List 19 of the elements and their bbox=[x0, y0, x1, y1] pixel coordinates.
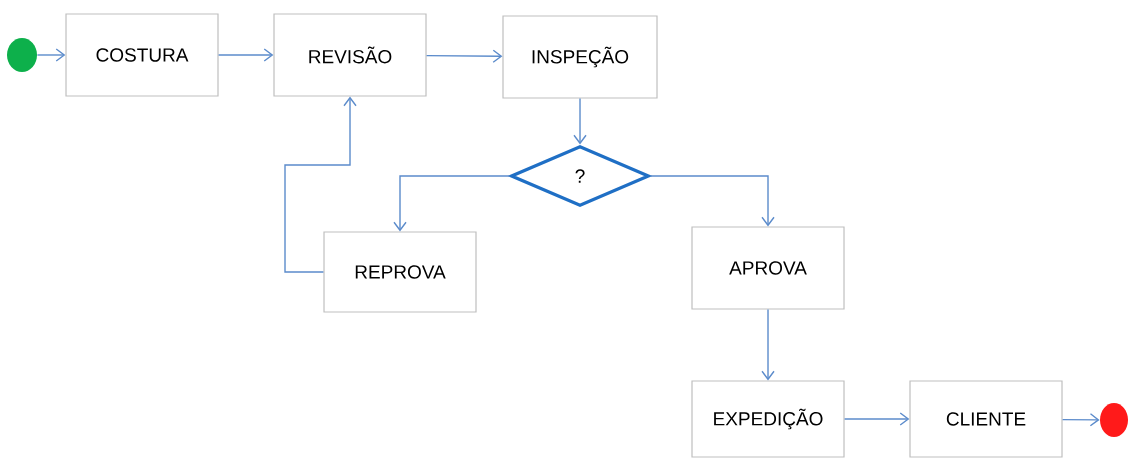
arrow bbox=[1061, 413, 1100, 427]
process-box: EXPEDIÇÃO bbox=[691, 380, 845, 458]
arrow bbox=[393, 175, 511, 232]
process-box: REVISÃO bbox=[273, 13, 427, 97]
arrow bbox=[573, 97, 587, 145]
end-point bbox=[1100, 403, 1128, 437]
process-box: APROVA bbox=[691, 226, 845, 310]
process-box: REPROVA bbox=[323, 231, 477, 313]
process-box: INSPEÇÃO bbox=[502, 15, 658, 99]
process-box: CLIENTE bbox=[909, 380, 1063, 458]
arrow bbox=[36, 48, 66, 62]
process-box: COSTURA bbox=[65, 13, 219, 97]
start-point bbox=[7, 38, 37, 72]
arrow bbox=[649, 175, 775, 227]
arrow bbox=[284, 96, 357, 273]
arrow bbox=[425, 49, 503, 63]
arrow bbox=[761, 308, 775, 381]
arrow bbox=[843, 412, 910, 426]
arrow bbox=[217, 48, 274, 62]
